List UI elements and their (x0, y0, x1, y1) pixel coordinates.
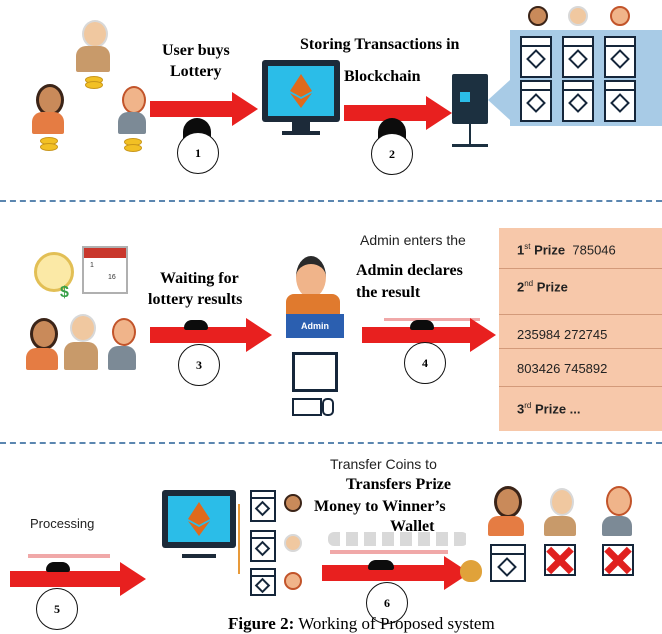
block-cell-icon (562, 80, 594, 122)
monitor-base (182, 554, 216, 558)
clock-icon (34, 252, 74, 292)
prize-row-second-values-1: 235984 272745 (499, 314, 662, 349)
arrow-4 (362, 318, 496, 352)
admin-enters-label: Admin enters the (360, 232, 466, 248)
branch-connector (238, 504, 252, 574)
mini-person-icon (284, 494, 302, 512)
monitor-base (282, 131, 320, 135)
user-buys-label: User buys (162, 42, 230, 59)
step-1-circle: 1 (177, 132, 219, 174)
first-prize-value: 785046 (572, 242, 616, 258)
buyer-woman-icon (32, 82, 64, 151)
block-cell-icon (250, 490, 276, 522)
processing-faded-line (28, 554, 110, 558)
panel-connector (488, 80, 510, 120)
panel-person-icon (568, 6, 588, 26)
lottery-label: Lottery (170, 63, 222, 80)
server-icon (452, 74, 488, 124)
buyer-man-icon (118, 84, 146, 152)
loser-cross-icon (544, 544, 576, 576)
block-cell-icon (604, 80, 636, 122)
admin-head-icon (296, 256, 326, 298)
admin-body (286, 294, 340, 314)
arrow-5 (10, 562, 146, 596)
money-bag-icon (460, 560, 482, 582)
winner-woman-icon (488, 486, 524, 536)
server-cable (469, 124, 471, 146)
lottery-results-label: lottery results (148, 291, 243, 308)
dollar-icon: $ (60, 284, 69, 301)
marker-6 (368, 560, 394, 570)
block-cell-icon (250, 568, 276, 596)
monitor-stand (292, 122, 310, 132)
arrow-2 (344, 96, 452, 130)
waiting-old-man-icon (64, 314, 98, 370)
loser-old-man-icon (544, 488, 576, 536)
transfer-coins-label: Transfer Coins to (330, 456, 437, 472)
mini-person-icon (284, 572, 302, 590)
step-6-circle: 6 (366, 582, 408, 624)
step-3-circle: 3 (178, 344, 220, 386)
the-result-label: the result (356, 284, 421, 301)
admin-declares-label: Admin declares (356, 262, 463, 279)
step-4-circle: 4 (404, 342, 446, 384)
prize-row-third: 3rd Prize ... (499, 386, 662, 431)
wallet-label: Wallet (390, 518, 435, 535)
arrow-6 (322, 556, 470, 590)
marker-3 (184, 320, 208, 330)
step-5-circle: 5 (36, 588, 78, 630)
divider-2 (0, 442, 662, 444)
blockchain-label: Blockchain (344, 68, 421, 85)
server-base (452, 144, 488, 147)
keyboard-icon (292, 398, 322, 416)
divider-1 (0, 200, 662, 202)
winner-wallet-icon (490, 544, 526, 582)
waiting-woman-icon (26, 318, 58, 370)
block-cell-icon (520, 80, 552, 122)
panel-person-icon (528, 6, 548, 26)
block-cell-icon (604, 36, 636, 78)
transfer-faded-line (330, 550, 448, 554)
figure-label: Figure 2: (228, 614, 295, 633)
figure-text: Working of Proposed system (294, 614, 495, 633)
arrow-3 (150, 318, 272, 352)
money-to-winner-label: Money to Winner’s (314, 498, 446, 515)
admin-badge: Admin (286, 314, 344, 338)
computer-monitor-icon (262, 60, 340, 122)
prize-row-first: 1st Prize 785046 (499, 228, 662, 268)
faded-arrow-line (384, 318, 480, 321)
transfers-prize-label: Transfers Prize (346, 476, 451, 493)
prize-row-second-values-2: 803426 745892 (499, 348, 662, 387)
loser-man-icon (602, 486, 632, 536)
step-2-circle: 2 (371, 133, 413, 175)
buyer-old-man-icon (76, 18, 110, 89)
block-cell-icon (520, 36, 552, 78)
block-cell-icon (250, 530, 276, 562)
marker-5 (46, 562, 70, 572)
waiting-man-icon (108, 318, 136, 370)
mouse-icon (322, 398, 334, 416)
panel-person-icon (610, 6, 630, 26)
marker-4 (410, 320, 434, 330)
waiting-label: Waiting for (160, 270, 239, 287)
storing-label: Storing Transactions in (300, 36, 460, 53)
admin-computer-icon (292, 352, 338, 392)
figure-caption: Figure 2: Working of Proposed system (228, 614, 495, 634)
arrow-1 (150, 92, 258, 126)
computer-monitor-icon (162, 490, 236, 548)
block-cell-icon (562, 36, 594, 78)
processing-label: Processing (30, 516, 95, 531)
prize-row-second: 2nd Prize (499, 268, 662, 315)
loser-cross-icon (602, 544, 634, 576)
coins-row-icon (328, 532, 468, 546)
mini-person-icon (284, 534, 302, 552)
calendar-icon: 1 16 (82, 246, 128, 294)
